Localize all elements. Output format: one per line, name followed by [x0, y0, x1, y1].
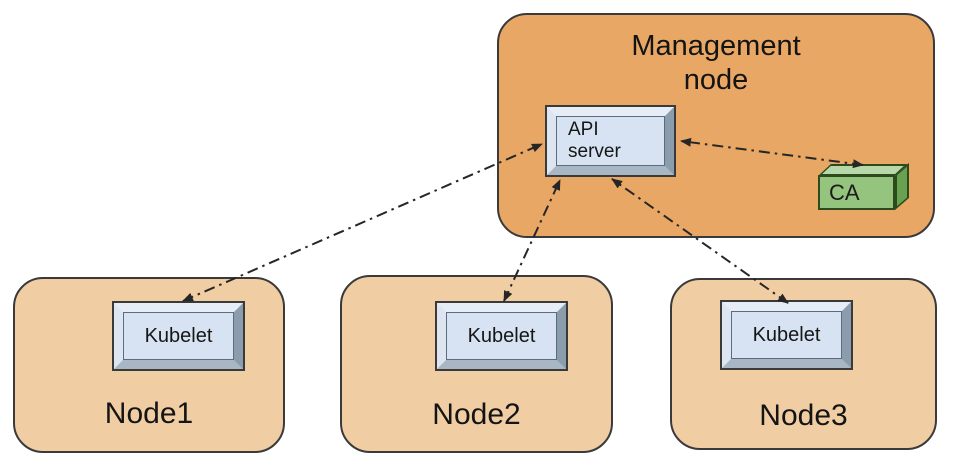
kubelet-label-node3: Kubelet — [752, 323, 821, 346]
kubelet-box-node3-bevel — [722, 302, 851, 368]
kubelet-label-node2: Kubelet — [467, 324, 536, 347]
kubelet-box-node2-bevel — [437, 303, 566, 369]
api-server-box-bevel — [547, 107, 674, 175]
kubelet-box-node3: Kubelet — [720, 300, 853, 370]
worker-node-2-label: Node2 — [432, 398, 521, 431]
kubelet-box-node1-bevel — [114, 303, 243, 369]
worker-node-1-label: Node1 — [104, 397, 194, 430]
management-node-title-text: Management node — [631, 30, 801, 96]
api-server-box-face: API server — [556, 116, 665, 166]
api-server-box: API server — [545, 105, 676, 177]
kubelet-box-node1-face: Kubelet — [123, 312, 234, 360]
kubelet-box-node2-face: Kubelet — [446, 312, 557, 360]
worker-node-3-label: Node3 — [759, 399, 848, 432]
management-node-title: Management node — [497, 29, 935, 97]
ca-box: CA — [818, 162, 910, 212]
api-server-label: API server — [568, 119, 621, 162]
kubelet-box-node3-face: Kubelet — [731, 311, 842, 359]
ca-box-front-face: CA — [818, 175, 895, 210]
ca-label: CA — [829, 179, 860, 205]
kubelet-label-node1: Kubelet — [144, 324, 213, 347]
kubelet-box-node2: Kubelet — [435, 301, 568, 371]
kubelet-box-node1: Kubelet — [112, 301, 245, 371]
